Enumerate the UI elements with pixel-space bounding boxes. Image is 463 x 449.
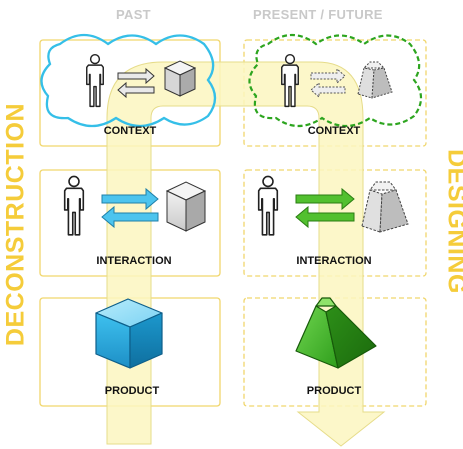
past-interaction-person-icon bbox=[63, 175, 85, 236]
past-interaction-exchange-icon bbox=[101, 187, 159, 229]
past-context-person-icon bbox=[86, 53, 104, 108]
future-context-person-icon bbox=[281, 53, 299, 108]
future-context-cloud bbox=[248, 33, 423, 128]
past-product-label: PRODUCT bbox=[104, 385, 160, 397]
past-interaction-label: INTERACTION bbox=[96, 255, 172, 267]
future-context-exchange-icon bbox=[310, 67, 346, 99]
column-heading-present-future: PRESENT / FUTURE bbox=[253, 7, 383, 22]
future-context-label: CONTEXT bbox=[307, 125, 361, 137]
future-interaction-pyramid-icon bbox=[361, 181, 409, 233]
designing-side-label: DESIGNING bbox=[442, 149, 463, 294]
future-product-pyramid-icon bbox=[295, 297, 377, 369]
future-interaction-exchange-icon bbox=[295, 187, 355, 229]
future-context-pyramid-icon bbox=[357, 61, 393, 99]
past-context-exchange-icon bbox=[117, 67, 155, 99]
deconstruction-side-label: DECONSTRUCTION bbox=[1, 102, 30, 347]
flow-arrow bbox=[106, 61, 386, 447]
past-product-cube-icon bbox=[95, 298, 163, 369]
past-context-cloud bbox=[40, 33, 217, 128]
future-product-label: PRODUCT bbox=[306, 385, 362, 397]
past-context-label: CONTEXT bbox=[103, 125, 157, 137]
column-heading-past: PAST bbox=[116, 7, 151, 22]
future-interaction-label: INTERACTION bbox=[296, 255, 372, 267]
past-context-cube-icon bbox=[163, 60, 197, 97]
past-interaction-cube-icon bbox=[165, 181, 207, 232]
future-interaction-person-icon bbox=[257, 175, 279, 236]
